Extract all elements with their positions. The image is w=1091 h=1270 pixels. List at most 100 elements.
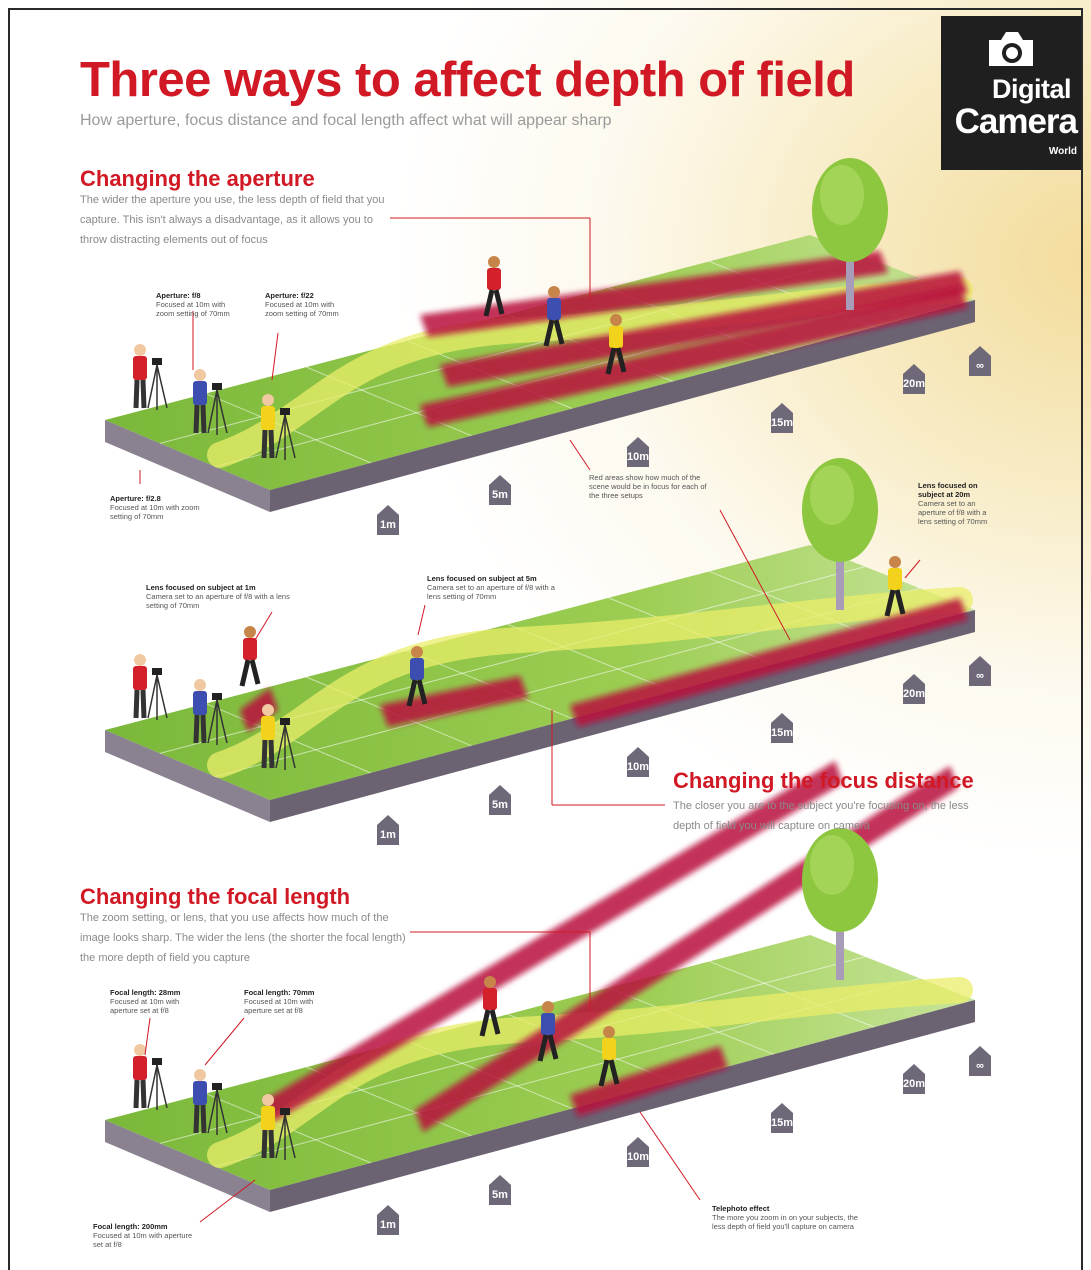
tripod-leg (284, 1114, 296, 1159)
tripod-leg (207, 389, 218, 434)
torso (133, 666, 147, 690)
section-heading-aperture: Changing the aperture (80, 166, 315, 191)
leg (133, 689, 140, 719)
distance-marker-label: 5m (492, 1189, 508, 1201)
leader-line (254, 611, 273, 641)
tripod-leg (284, 724, 296, 769)
focus-zone (570, 598, 968, 727)
distance-marker-label: ∞ (976, 670, 984, 682)
leader-line (271, 332, 279, 381)
distance-marker: ∞ (969, 346, 991, 376)
leg (598, 1059, 610, 1087)
tripod-leg (147, 364, 158, 409)
photographer-figure (133, 654, 168, 720)
leader-line (199, 1179, 256, 1223)
distance-marker-label: 20m (903, 688, 925, 700)
leader-line (144, 1017, 151, 1056)
note-text: Focused at 10m with aperture set at f/8 (244, 997, 314, 1015)
subject-figure (543, 286, 565, 347)
subject-figure (598, 1026, 620, 1087)
distance-marker: 5m (489, 1175, 511, 1205)
distance-marker-label: 10m (627, 761, 649, 773)
torso (243, 638, 257, 660)
leg (406, 679, 418, 707)
note-title: Aperture: f/2.8 (110, 494, 161, 503)
photographer-figure (133, 344, 168, 410)
tripod-leg (147, 1064, 158, 1109)
head (542, 1001, 554, 1013)
leg (140, 689, 147, 719)
focus-zone (570, 1046, 728, 1117)
tripod-leg (207, 1089, 218, 1134)
leg (489, 1009, 501, 1035)
head (134, 654, 146, 666)
distance-marker: 15m (771, 1103, 793, 1133)
note-text: Focused at 10m with zoom setting of 70mm (110, 503, 200, 521)
note-text: Focused at 10m with zoom setting of 70mm (156, 300, 230, 318)
focus-zone (265, 761, 843, 1122)
photographer-figure (261, 1094, 296, 1160)
tripod-leg (147, 674, 158, 719)
marker-post (627, 1137, 649, 1167)
note-text: Focused at 10m with aperture set at f/8 (93, 1231, 193, 1249)
marker-post (377, 815, 399, 845)
tripod-leg (275, 724, 286, 769)
leg (239, 659, 251, 687)
light-path (207, 977, 973, 1168)
note-title: Lens focused on subject at 1m (146, 583, 256, 592)
head (194, 679, 206, 691)
marker-post (377, 505, 399, 535)
focus-zone (380, 676, 528, 727)
leg (200, 404, 207, 434)
torso (133, 1056, 147, 1080)
camera-icon (989, 32, 1033, 66)
head (194, 369, 206, 381)
subject-figure (884, 556, 906, 617)
note-title: Lens focused on subject at 5m (427, 574, 537, 583)
leg (268, 739, 275, 769)
leg (479, 1009, 491, 1037)
note-title: Focal length: 70mm (244, 988, 315, 997)
tree-highlight (820, 165, 864, 225)
photographer-figure (261, 704, 296, 770)
leg (615, 347, 627, 373)
tripod-leg (275, 414, 286, 459)
distance-marker-label: 1m (380, 829, 396, 841)
distance-marker-label: 5m (492, 489, 508, 501)
distance-marker: 10m (627, 747, 649, 777)
platform-front-side (270, 300, 975, 512)
note-red-areas: Red areas show how much of the scene wou… (589, 473, 719, 500)
platform-left-side (105, 1120, 270, 1212)
distance-marker: 1m (377, 1205, 399, 1235)
photographer-figure (193, 679, 228, 745)
leg (537, 1034, 549, 1062)
distance-marker: ∞ (969, 656, 991, 686)
torso (261, 1106, 275, 1130)
camera (152, 1058, 162, 1065)
torso (410, 658, 424, 680)
note-title: Focal length: 28mm (110, 988, 181, 997)
torso (193, 691, 207, 715)
distance-marker: 10m (627, 1137, 649, 1167)
leg (193, 714, 200, 744)
distance-marker-label: 20m (903, 1078, 925, 1090)
note-text: The more you zoom in on your subjects, t… (712, 1213, 858, 1231)
tripod-leg (284, 414, 296, 459)
focus-zone (420, 251, 888, 337)
subject-figure (239, 626, 261, 687)
leg (884, 589, 896, 617)
head (134, 1044, 146, 1056)
leader-line (204, 1017, 245, 1066)
marker-post (627, 747, 649, 777)
leg (268, 429, 275, 459)
leg (200, 1104, 207, 1134)
distance-marker-label: 10m (627, 1151, 649, 1163)
tripod-leg (156, 1064, 168, 1109)
torso (133, 356, 147, 380)
leader-line (639, 1111, 701, 1201)
marker-post (969, 656, 991, 686)
